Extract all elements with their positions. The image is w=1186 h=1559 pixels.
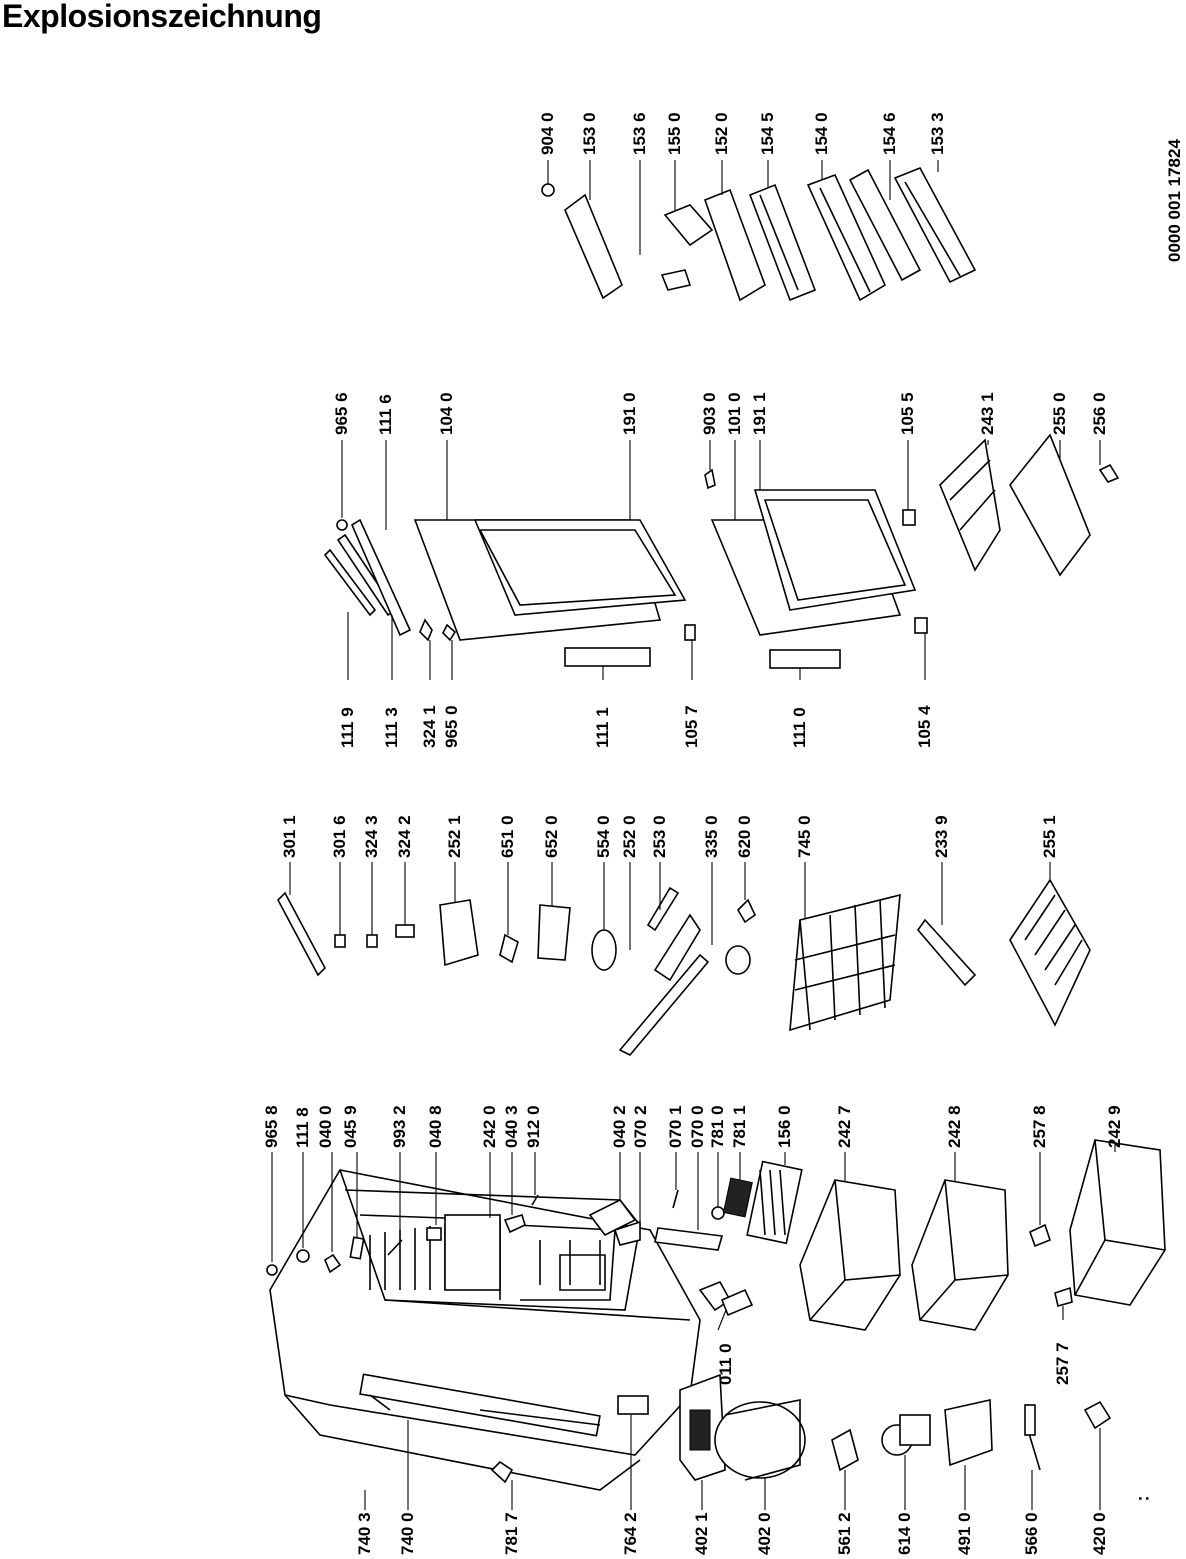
part-label: 652 0 (542, 815, 561, 858)
wire-shelf (789, 893, 901, 1032)
part-label: 993 2 (390, 1105, 409, 1148)
part-label: 111 3 (382, 707, 401, 748)
part-label: 242 7 (835, 1105, 854, 1148)
part-label: 242 8 (945, 1105, 964, 1148)
part-label: 011 0 (716, 1343, 735, 1385)
part-label: 153 0 (580, 112, 599, 155)
part-label: 154 6 (880, 112, 899, 155)
part-label: 335 0 (702, 815, 721, 858)
cabinet-small-parts (266, 1160, 803, 1317)
part-label: 252 1 (445, 815, 464, 858)
part-label: 620 0 (735, 815, 754, 858)
part-label: 191 0 (620, 392, 639, 435)
part-label: 324 2 (395, 815, 414, 858)
part-label: 242 0 (480, 1105, 499, 1148)
part-label: 154 5 (758, 112, 777, 155)
glass-shelf (1009, 878, 1091, 1027)
part-label: 101 0 (725, 392, 744, 435)
part-label: 420 0 (1090, 1512, 1109, 1555)
part-label: 111 1 (593, 707, 612, 748)
part-label: 965 8 (262, 1105, 281, 1148)
part-label: 242 9 (1105, 1105, 1124, 1148)
door-parts (323, 433, 1120, 669)
part-label: 904 0 (538, 112, 557, 155)
part-label: 301 6 (330, 815, 349, 858)
part-label: 912 0 (524, 1105, 543, 1148)
part-label: 965 0 (442, 705, 461, 748)
part-label: 781 1 (730, 1105, 749, 1148)
part-label: 255 1 (1040, 815, 1059, 858)
part-label: 104 0 (437, 392, 456, 435)
part-label: 255 0 (1050, 392, 1069, 435)
part-label: 257 7 (1053, 1342, 1072, 1385)
part-label: 105 7 (682, 705, 701, 748)
part-label: 256 0 (1090, 392, 1109, 435)
part-label: 301 1 (280, 815, 299, 858)
part-label: 105 5 (898, 392, 917, 435)
compressor-and-components (490, 1373, 1112, 1484)
part-label: 153 3 (928, 112, 947, 155)
part-label: 040 0 (316, 1105, 335, 1148)
part-label: 233 9 (932, 815, 951, 858)
cabinet-body (269, 1169, 701, 1491)
bottom-mark: : (1132, 1495, 1153, 1502)
part-label: 257 8 (1030, 1105, 1049, 1148)
part-label: 105 4 (915, 705, 934, 748)
part-label: 903 0 (700, 392, 719, 435)
crisper-drawers (799, 1139, 1166, 1331)
part-label: 191 1 (750, 392, 769, 435)
part-label: 154 0 (812, 112, 831, 155)
part-label: 781 0 (708, 1105, 727, 1148)
part-label: 740 3 (355, 1512, 374, 1555)
part-label: 402 0 (755, 1512, 774, 1555)
part-label: 155 0 (665, 112, 684, 155)
part-label: 152 0 (712, 112, 731, 155)
part-label: 070 1 (666, 1105, 685, 1148)
part-label: 153 6 (630, 112, 649, 155)
part-label: 243 1 (978, 392, 997, 435)
part-label: 040 8 (426, 1105, 445, 1148)
part-label: 040 2 (610, 1105, 629, 1148)
part-label: 111 9 (338, 707, 357, 748)
part-label: 781 7 (502, 1512, 521, 1555)
part-label: 554 0 (594, 815, 613, 858)
part-label: 402 1 (692, 1512, 711, 1555)
middle-parts (277, 878, 1091, 1056)
part-label: 156 0 (775, 1105, 794, 1148)
part-label: 614 0 (895, 1512, 914, 1555)
part-label: 070 0 (688, 1105, 707, 1148)
part-label: 111 0 (790, 707, 809, 748)
part-label: 324 1 (420, 705, 439, 748)
leader-lines (271, 160, 1116, 1510)
door-shelves (541, 166, 977, 302)
part-label: 491 0 (955, 1512, 974, 1555)
part-label: 745 0 (795, 815, 814, 858)
part-label: 111 8 (293, 1107, 312, 1148)
part-label: 764 2 (621, 1512, 640, 1555)
part-label: 965 6 (332, 392, 351, 435)
part-label: 111 6 (376, 394, 395, 435)
page-title: Explosionszeichnung (2, 0, 322, 34)
part-label: 561 2 (835, 1512, 854, 1555)
part-label: 040 3 (502, 1105, 521, 1148)
part-label: 651 0 (498, 815, 517, 858)
part-label: 252 0 (620, 815, 639, 858)
part-label: 045 9 (341, 1105, 360, 1148)
part-label: 566 0 (1022, 1512, 1041, 1555)
part-label: 070 2 (631, 1105, 650, 1148)
part-label: 253 0 (650, 815, 669, 858)
part-label: 324 3 (362, 815, 381, 858)
part-label: 740 0 (398, 1512, 417, 1555)
